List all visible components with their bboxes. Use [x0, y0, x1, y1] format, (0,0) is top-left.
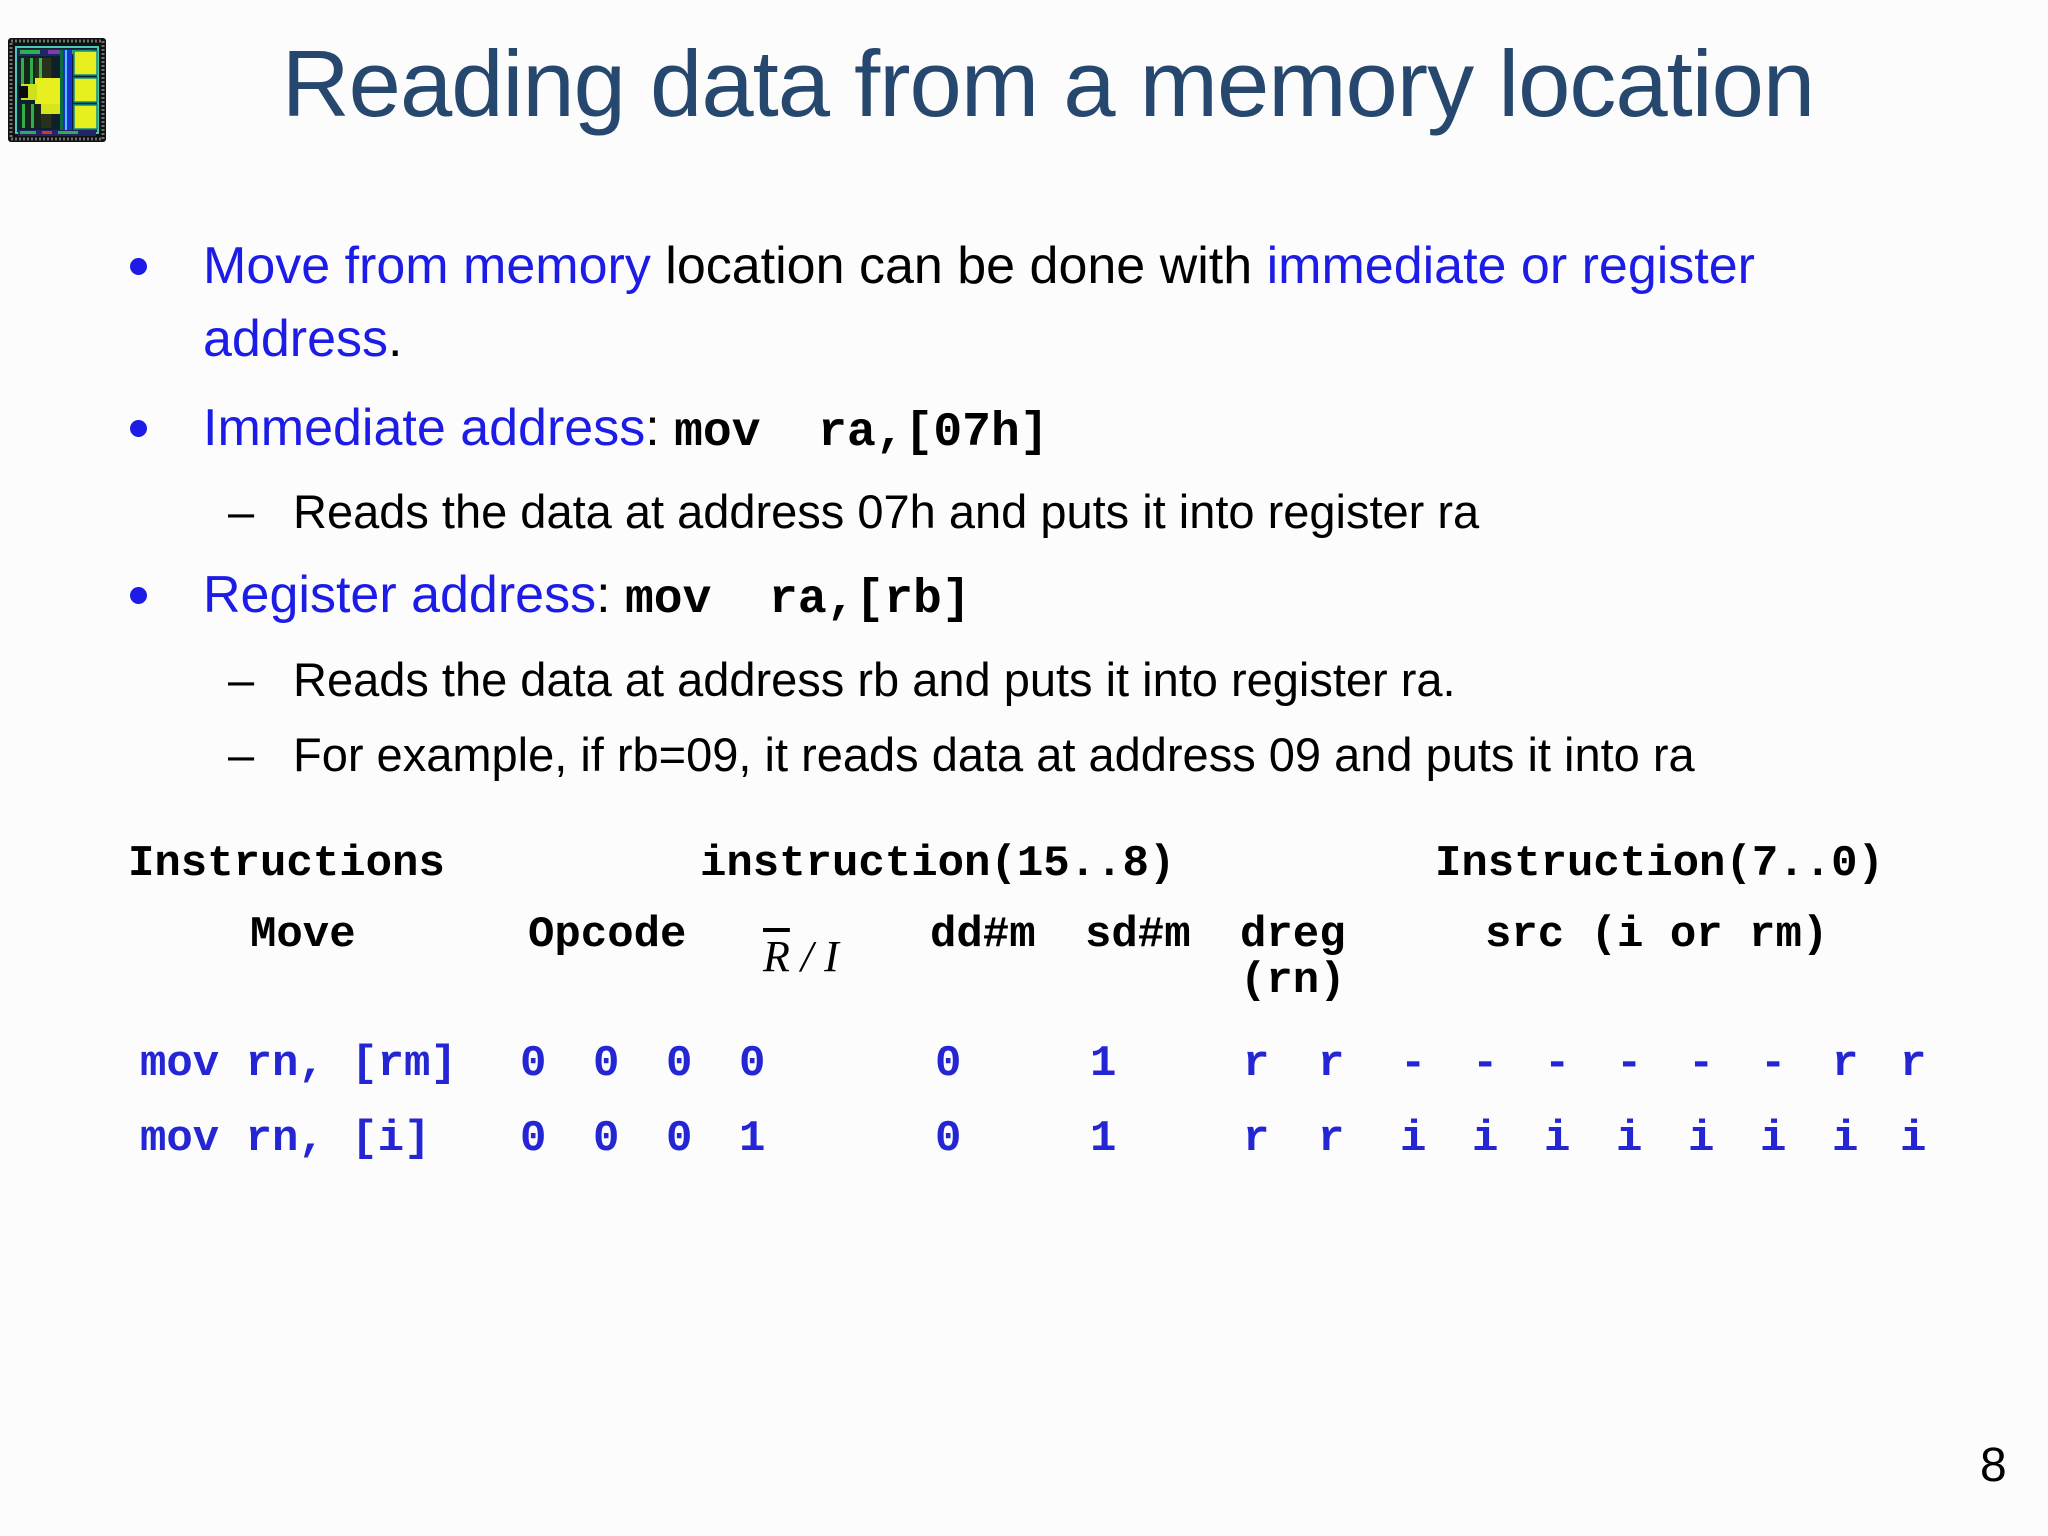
bit-cell: r: [1900, 1039, 1927, 1089]
bit-cell: i: [1832, 1114, 1859, 1164]
sub-bullet-dash-icon: –: [228, 653, 255, 706]
table-header-instruction-7-0: Instruction(7..0): [1435, 839, 1884, 889]
bit-cell: -: [1688, 1039, 1715, 1089]
bit-cell: r: [1243, 1114, 1270, 1164]
col-header-move: Move: [250, 910, 356, 960]
bullet-line: Register address: mov ra,[rb]: [130, 562, 971, 631]
bit-cell: 0: [935, 1114, 962, 1164]
bit-cell: 1: [1090, 1114, 1117, 1164]
sub-bullet-line: –Reads the data at address rb and puts i…: [228, 649, 1456, 710]
slide-title: Reading data from a memory location: [281, 31, 1815, 136]
bullet-dot-icon: [130, 395, 203, 437]
line-text: For example, if rb=09, it reads data at …: [293, 728, 1695, 781]
bit-cell: -: [1400, 1039, 1427, 1089]
bit-cell: i: [1400, 1114, 1427, 1164]
line-text: address.: [203, 310, 403, 368]
col-header-r-over-i: R / I: [763, 932, 839, 981]
bit-cell: 1: [739, 1114, 766, 1164]
col-header-sdm: sd#m: [1085, 910, 1191, 960]
bit-cell: i: [1900, 1114, 1927, 1164]
bit-cell: 1: [1090, 1039, 1117, 1089]
bit-cell: r: [1318, 1114, 1345, 1164]
bit-cell: i: [1472, 1114, 1499, 1164]
col-header-src: src (i or rm): [1485, 910, 1829, 960]
chip-die-logo-icon: [8, 38, 106, 142]
bit-cell: i: [1688, 1114, 1715, 1164]
page-number: 8: [1980, 1439, 2007, 1492]
table-header-instruction-15-8: instruction(15..8): [700, 839, 1176, 889]
bit-cell: 0: [666, 1114, 693, 1164]
bullet-line: Move from memory location can be done wi…: [130, 233, 1755, 301]
col-header-opcode: Opcode: [528, 910, 687, 960]
bit-cell: r: [1318, 1039, 1345, 1089]
col-header-dreg: dreg: [1240, 910, 1346, 960]
instruction-mnemonic: mov rn, [rm]: [140, 1039, 457, 1089]
bit-cell: 0: [935, 1039, 962, 1089]
bit-cell: 0: [593, 1114, 620, 1164]
bit-cell: i: [1616, 1114, 1643, 1164]
bullet-continuation-line: address.: [203, 306, 402, 374]
bit-cell: r: [1243, 1039, 1270, 1089]
bullet-line: Immediate address: mov ra,[07h]: [130, 395, 1049, 464]
col-header-ddm: dd#m: [930, 910, 1036, 960]
col-header-dreg-rn: (rn): [1240, 956, 1346, 1006]
line-text: Reads the data at address 07h and puts i…: [293, 485, 1480, 538]
sub-bullet-dash-icon: –: [228, 728, 255, 781]
bit-cell: -: [1544, 1039, 1571, 1089]
bullet-dot-icon: [130, 562, 203, 604]
bit-cell: 0: [666, 1039, 693, 1089]
bit-cell: 0: [739, 1039, 766, 1089]
line-text: Reads the data at address rb and puts it…: [293, 653, 1456, 706]
bit-cell: -: [1616, 1039, 1643, 1089]
sub-bullet-line: –Reads the data at address 07h and puts …: [228, 481, 1479, 542]
table-header-instructions: Instructions: [128, 839, 445, 889]
bit-cell: -: [1760, 1039, 1787, 1089]
bit-cell: 0: [520, 1114, 547, 1164]
bit-cell: i: [1760, 1114, 1787, 1164]
bit-cell: i: [1544, 1114, 1571, 1164]
bit-cell: -: [1472, 1039, 1499, 1089]
bit-cell: 0: [520, 1039, 547, 1089]
bit-cell: r: [1832, 1039, 1859, 1089]
line-text: Immediate address: mov ra,[07h]: [203, 399, 1049, 460]
line-text: Register address: mov ra,[rb]: [203, 566, 971, 627]
instruction-mnemonic: mov rn, [i]: [140, 1114, 431, 1164]
bullet-dot-icon: [130, 233, 203, 275]
bit-cell: 0: [593, 1039, 620, 1089]
sub-bullet-line: –For example, if rb=09, it reads data at…: [228, 724, 1695, 785]
line-text: Move from memory location can be done wi…: [203, 237, 1755, 295]
sub-bullet-dash-icon: –: [228, 485, 255, 538]
